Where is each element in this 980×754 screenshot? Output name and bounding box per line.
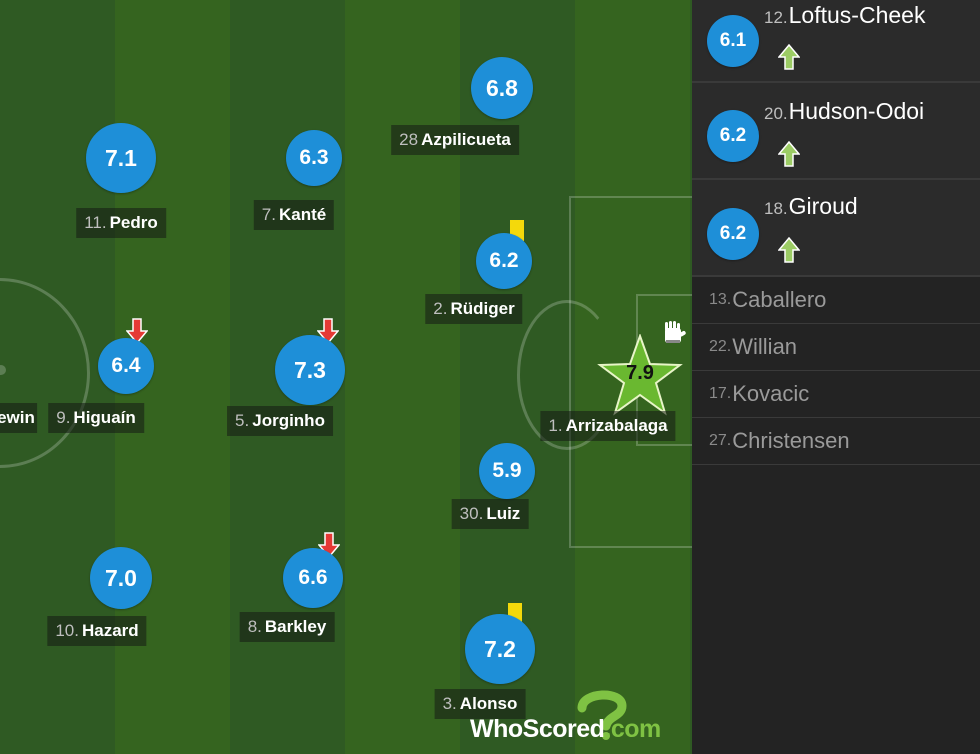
rating-bubble: 7.2	[465, 614, 535, 684]
rating-bubble: 6.1	[707, 15, 759, 67]
sub-name: 20.Hudson-Odoi	[764, 98, 925, 124]
rating-bubble: 7.1	[86, 123, 156, 193]
rating-bubble: 6.8	[471, 57, 533, 119]
player-name: 10.Hazard	[47, 616, 147, 646]
star-icon	[597, 334, 683, 416]
red-down-arrow-icon	[126, 318, 148, 344]
rating-bubble: 6.2	[476, 233, 532, 289]
whoscored-logo[interactable]: WhoScored.com	[470, 686, 680, 748]
player-name-arrizabalaga: 1.Arrizabalaga	[540, 411, 676, 441]
logo-text: WhoScored.com	[470, 715, 661, 743]
green-up-arrow-icon	[778, 44, 800, 70]
player-name: 8.Barkley	[239, 612, 335, 642]
rating-bubble: 7.3	[275, 335, 345, 405]
center-spot	[0, 365, 6, 375]
rating-bubble: 6.4	[98, 338, 154, 394]
player-name: 9.Higuaín	[48, 403, 144, 433]
sub-row[interactable]: 6.2 18.Giroud	[692, 180, 980, 277]
rating-value: 7.9	[626, 362, 654, 384]
rating-bubble: 6.6	[283, 548, 343, 608]
opponent-name-fragment: ewin	[0, 403, 37, 433]
green-up-arrow-icon	[778, 141, 800, 167]
sub-row[interactable]: 6.1 12.Loftus-Cheek	[692, 0, 980, 83]
bench-row[interactable]: 17.Kovacic	[692, 371, 980, 418]
center-circle	[0, 278, 90, 468]
penalty-arc	[517, 300, 617, 450]
question-mark-icon	[577, 690, 627, 740]
bench-row[interactable]: 27.Christensen	[692, 418, 980, 465]
rating-bubble: 7.0	[90, 547, 152, 609]
sub-name: 12.Loftus-Cheek	[764, 2, 926, 28]
rating-bubble: 6.3	[286, 130, 342, 186]
substitutes-panel: 6.1 12.Loftus-Cheek 6.2 20.Hudson-Odoi 6…	[692, 0, 980, 754]
motm-player-arrizabalaga[interactable]: 7.9	[597, 334, 683, 416]
player-name: 30.Luiz	[451, 499, 529, 529]
player-name: 5.Jorginho	[227, 406, 333, 436]
player-name: 11.Pedro	[76, 208, 166, 238]
rating-bubble: 6.2	[707, 208, 759, 260]
player-name: 3.Alonso	[434, 689, 526, 719]
rating-bubble: 6.2	[707, 110, 759, 162]
green-up-arrow-icon	[778, 237, 800, 263]
player-name: 7.Kanté	[253, 200, 335, 230]
sub-name: 18.Giroud	[764, 193, 858, 219]
bench-row[interactable]: 13.Caballero	[692, 277, 980, 324]
glove-icon	[665, 321, 686, 343]
rating-bubble: 5.9	[479, 443, 535, 499]
player-name: 2.Rüdiger	[425, 294, 523, 324]
bench-row[interactable]: 22.Willian	[692, 324, 980, 371]
sub-row[interactable]: 6.2 20.Hudson-Odoi	[692, 83, 980, 180]
